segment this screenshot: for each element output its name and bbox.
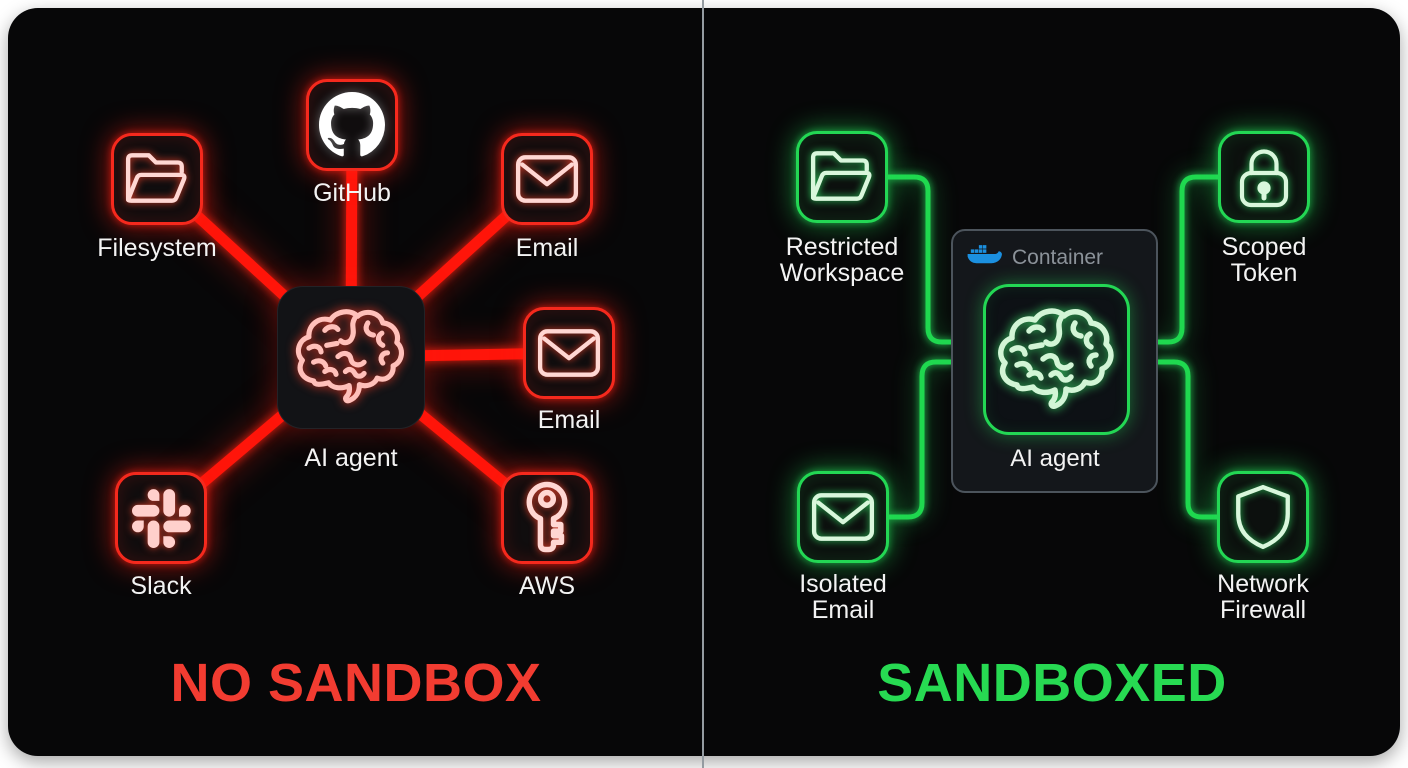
brain-icon [997,307,1114,409]
container-box: Container [951,229,1158,493]
panel-divider [702,0,704,768]
node-slack [115,472,207,564]
node-restricted-workspace [796,131,888,223]
diagram-card [8,8,1400,756]
label-email-top: Email [515,234,579,262]
node-email-top [501,133,593,225]
label-sandboxed-ai-agent: AI agent [1010,445,1100,472]
email-icon [537,329,601,377]
label-github: GitHub [313,179,391,207]
github-icon [319,92,385,157]
node-github [306,79,398,171]
label-network-firewall: Network Firewall [1217,570,1309,624]
shield-icon [1236,484,1290,550]
container-label: Container [1012,246,1104,269]
node-filesystem [111,133,203,225]
email-icon [515,155,579,203]
email-icon [811,493,875,541]
label-ai-agent: AI agent [304,444,398,472]
folder-icon [125,153,187,203]
left-panel-title: NO SANDBOX [170,653,542,713]
label-aws: AWS [518,572,576,600]
lock-icon [1239,149,1289,208]
label-filesystem: Filesystem [97,234,217,262]
sandboxed-agent-box [983,284,1130,435]
label-scoped-token: Scoped Token [1221,233,1307,287]
right-panel-title: SANDBOXED [877,653,1227,713]
ai-agent-box [277,286,425,429]
container-header: Container [966,244,1103,272]
label-slack: Slack [130,572,192,600]
label-email-right: Email [537,406,601,434]
node-scoped-token [1218,131,1310,223]
folder-icon [810,151,872,201]
node-aws [501,472,593,564]
label-restricted-workspace: Restricted Workspace [779,233,905,287]
slack-icon [131,488,191,548]
node-network-firewall [1217,471,1309,563]
node-email-right [523,307,615,399]
brain-icon [295,309,404,404]
docker-icon [967,245,1002,264]
key-icon [526,481,568,553]
node-isolated-email [797,471,889,563]
label-isolated-email: Isolated Email [799,570,887,624]
